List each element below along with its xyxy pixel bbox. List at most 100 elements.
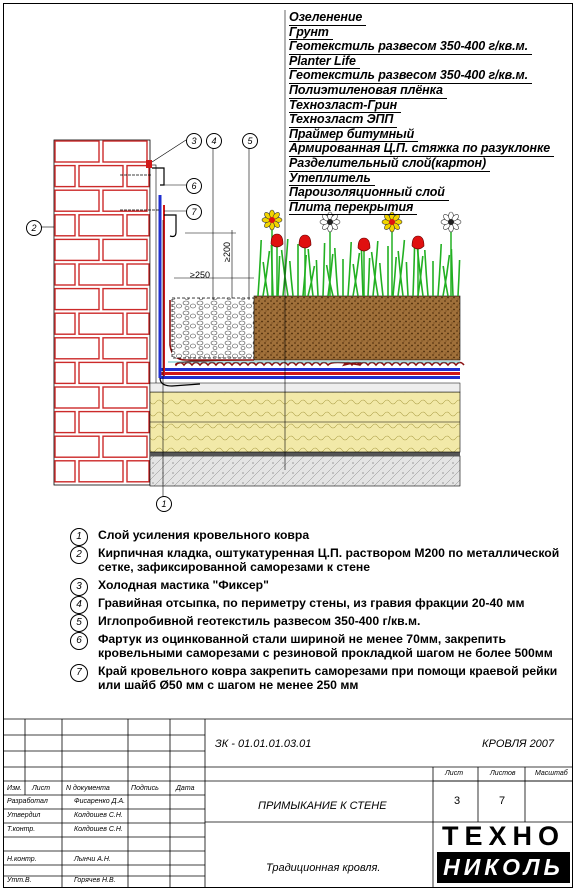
title-block-grid	[4, 718, 573, 888]
screws	[120, 174, 160, 211]
layer-label: Разделительный слой(картон)	[289, 156, 491, 172]
grass-blade	[424, 249, 429, 297]
grass-blade	[277, 255, 281, 297]
layer-label: Праймер битумный	[289, 127, 419, 143]
brick	[78, 361, 124, 385]
grass-blade	[405, 261, 409, 297]
legend-text: Иглопробивной геотекстиль развесом 350-4…	[98, 614, 421, 628]
grass-blade	[442, 265, 449, 297]
drawing-frame	[3, 3, 573, 888]
layer-label: Озеленение	[289, 10, 367, 26]
brick	[102, 189, 148, 212]
flower	[298, 234, 312, 296]
grass-blade	[352, 252, 361, 297]
role-label: Т.контр.	[7, 826, 36, 833]
brick	[54, 140, 100, 163]
legend-text: Гравийная отсыпка, по периметру стены, и…	[98, 596, 525, 610]
brick	[78, 312, 124, 335]
layer-label: Геотекстиль развесом 350-400 г/кв.м.	[289, 40, 532, 55]
sheet-count: 7	[499, 795, 506, 807]
brick	[102, 386, 148, 409]
drawing-title: ПРИМЫКАНИЕ К СТЕНЕ	[258, 800, 387, 812]
flower	[411, 235, 425, 296]
col-izm: Изм.	[7, 785, 22, 792]
brick	[102, 140, 148, 163]
brick	[78, 164, 124, 188]
brick-wall	[53, 139, 151, 486]
col-list: Лист	[32, 785, 51, 792]
brick	[126, 361, 150, 385]
col-sign: Подпись	[131, 785, 159, 792]
grass-blade	[397, 239, 406, 297]
brick	[54, 312, 76, 335]
legend-number: 4	[70, 596, 88, 614]
grass-blade	[262, 261, 269, 297]
legend-item: 2 Кирпичная кладка, оштукатуренная Ц.П. р…	[70, 546, 570, 574]
layer-label: Технозласт ЭПП	[289, 113, 398, 128]
brick	[78, 214, 124, 237]
layer-label: Утеплитель	[289, 171, 375, 187]
drawing-subtitle: Традиционная кровля.	[266, 862, 381, 874]
greenery	[257, 209, 462, 297]
flower	[440, 211, 462, 296]
grass-blade	[379, 262, 384, 297]
brick	[126, 312, 150, 335]
role-label: Утт.В.	[7, 877, 32, 884]
grass-blade	[289, 260, 294, 297]
layer-label: Плита перекрытия	[289, 200, 418, 216]
layer-label: Геотекстиль развесом 350-400 г/кв.м.	[289, 69, 532, 84]
callout-3: 3	[186, 133, 202, 149]
brick	[126, 214, 150, 237]
brick	[54, 460, 76, 483]
role-name: Лынчи А.Н.	[74, 856, 111, 863]
slab	[149, 455, 461, 487]
brick	[126, 460, 150, 483]
grass-blade	[437, 243, 442, 297]
legend-number: 6	[70, 632, 88, 650]
grass-blade	[307, 248, 314, 297]
layer-label: Армированная Ц.П. стяжка по разуклонке	[289, 142, 555, 157]
legend-number: 5	[70, 614, 88, 632]
brick	[54, 386, 100, 409]
dim-height: ≥200	[222, 242, 232, 262]
grass-blade	[322, 242, 326, 297]
grass-blade	[315, 259, 319, 297]
flashing-apron	[146, 160, 177, 238]
legend-text: Фартук из оцинкованной стали шириной не …	[98, 632, 553, 660]
role-label: Разработал	[7, 798, 48, 805]
brick	[54, 287, 100, 311]
callout-4: 4	[206, 133, 222, 149]
brick	[54, 214, 76, 237]
brick	[102, 238, 148, 262]
dim-width: ≥250	[190, 270, 210, 280]
series-label: КРОВЛЯ 2007	[482, 738, 555, 750]
legend-number: 2	[70, 546, 88, 564]
callout-2: 2	[26, 220, 42, 236]
leader-lines	[40, 10, 286, 496]
logo-techno: ТЕХНО	[441, 821, 565, 851]
brick	[54, 361, 76, 385]
layer-label: Planter Life	[289, 54, 360, 70]
grass-blade	[347, 241, 352, 297]
brick	[54, 164, 76, 188]
brick	[78, 263, 124, 286]
flower	[270, 233, 284, 296]
legend-text: Кирпичная кладка, оштукатуренная Ц.П. ра…	[98, 546, 560, 574]
brick	[126, 164, 150, 188]
role-name: Горячев Н.В.	[74, 877, 116, 884]
legend-text: Холодная мастика "Фиксер"	[98, 578, 269, 592]
brick	[78, 460, 124, 483]
logo-nikol: НИКОЛЬ	[437, 852, 570, 883]
brick	[54, 337, 100, 360]
layer-label: Полиэтиленовая плёнка	[289, 83, 447, 99]
flower	[381, 211, 403, 296]
legend-number: 3	[70, 578, 88, 596]
brick	[126, 410, 150, 434]
flower	[357, 237, 371, 296]
grass-blade	[352, 263, 359, 297]
grass-blade	[457, 259, 461, 297]
role-name: Фисаренко Д.А.	[74, 798, 126, 805]
brick	[54, 263, 76, 286]
brick	[102, 337, 148, 360]
